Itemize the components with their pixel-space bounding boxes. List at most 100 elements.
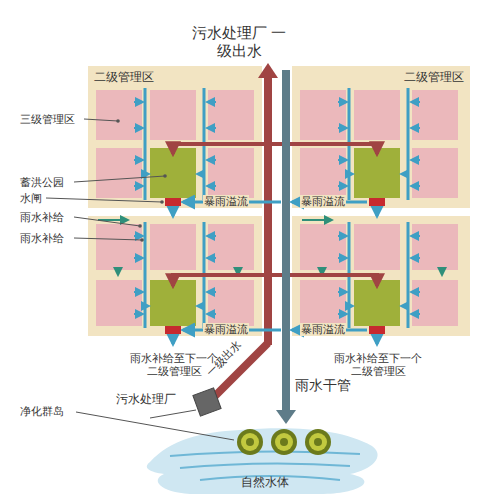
tertiary-square [208,224,254,270]
tertiary-square [354,90,400,140]
annotation-label: 雨水干管 [295,377,351,393]
tertiary-square [96,224,142,270]
island [309,433,327,451]
annotation-label: 暴雨溢流 [203,195,249,208]
tertiary-square [150,224,196,270]
effluent-arrow [258,63,278,78]
inflow-arrow [197,305,204,307]
annotation-label: 雨水补给 [20,232,64,245]
node-label: 二级管理区 [94,70,262,84]
tertiary-square [412,224,458,270]
inflow-arrow [349,305,353,307]
rain-trunk-arrow [276,410,296,424]
inflow-arrow [207,313,216,315]
annotation-label: 暴雨溢流 [300,195,346,208]
park-square [354,280,400,326]
tertiary-square [412,90,458,140]
tertiary-square [96,90,142,140]
island [314,438,322,446]
area-node: 污水处理厂 [116,392,196,410]
inflow-arrow [134,127,143,129]
inflow-arrow [349,173,353,175]
annotation-label: 污水处理厂 一级出水 [188,24,290,60]
area-node: 二级管理区 [88,66,262,208]
inflow-arrow [338,291,347,293]
tertiary-square [354,224,400,270]
sluice-gate [369,326,385,334]
leader-line [74,238,142,240]
supply-arrow [117,274,119,276]
inflow-arrow [207,291,216,293]
annotation-label: 水闸 [20,192,42,205]
tertiary-square [96,148,142,198]
area-node: 二级管理区 [292,66,470,208]
outflow-arrow [376,334,379,344]
annotation-label: 暴雨溢流 [300,323,346,336]
tertiary-square [208,90,254,140]
rain-pipe [144,222,147,328]
leader-dot [138,224,142,228]
park-square [150,148,196,198]
inflow-arrow [338,235,347,237]
annotation-label: 暴雨溢流 [203,323,249,336]
rain-trunk [282,70,290,412]
outflow-arrow [172,334,175,344]
inflow-arrow [134,101,143,103]
supply-arrow [302,219,332,221]
leader-dot [140,238,144,242]
inflow-arrow [401,173,408,175]
tertiary-square [412,148,458,198]
inflow-arrow [207,127,216,129]
rain-pipe [144,88,147,200]
island [271,429,297,455]
inflow-arrow [145,173,149,175]
tertiary-square [412,280,458,326]
island [237,429,263,455]
inflow-arrow [401,305,408,307]
park-square [354,148,400,198]
inflow-arrow [207,257,216,259]
leader-line [76,412,234,440]
annotation-label: 雨水补给至下一个 二级管理区 [331,352,425,378]
tertiary-square [300,90,346,140]
node-label: 二级管理区 [292,70,464,84]
inflow-arrow [207,159,216,161]
node-label: 自然水体 [150,475,380,489]
inflow-arrow [411,185,420,187]
inflow-arrow [411,159,420,161]
leader-dot [160,200,164,204]
leader-line [74,176,165,182]
tertiary-square [150,90,196,140]
inflow-arrow [134,235,143,237]
area-node: 自然水体 [150,425,380,495]
supply-arrow [441,274,443,276]
tertiary-square [300,224,346,270]
sluice-gate [369,198,385,206]
effluent-trunk [264,76,272,345]
inflow-arrow [411,291,420,293]
water-wave [170,451,360,456]
inflow-arrow [338,127,347,129]
inflow-arrow [207,185,216,187]
inflow-arrow [411,127,420,129]
inflow-arrow [338,159,347,161]
inflow-arrow [338,257,347,259]
inflow-arrow [338,101,347,103]
inflow-arrow [197,173,204,175]
inflow-arrow [134,185,143,187]
sewage-branch [173,275,268,286]
inflow-arrow [134,313,143,315]
island [275,433,293,451]
tertiary-square [96,280,142,326]
inflow-arrow [411,101,420,103]
tertiary-square [300,280,346,326]
annotation-label: 净化群岛 [20,405,64,418]
island [241,433,259,451]
island [246,438,254,446]
outflow-arrow [172,206,175,216]
secondary-area [88,66,262,208]
sluice-gate [165,198,181,206]
inflow-arrow [411,313,420,315]
inflow-arrow [134,159,143,161]
node-label: 污水处理厂 [116,392,196,406]
